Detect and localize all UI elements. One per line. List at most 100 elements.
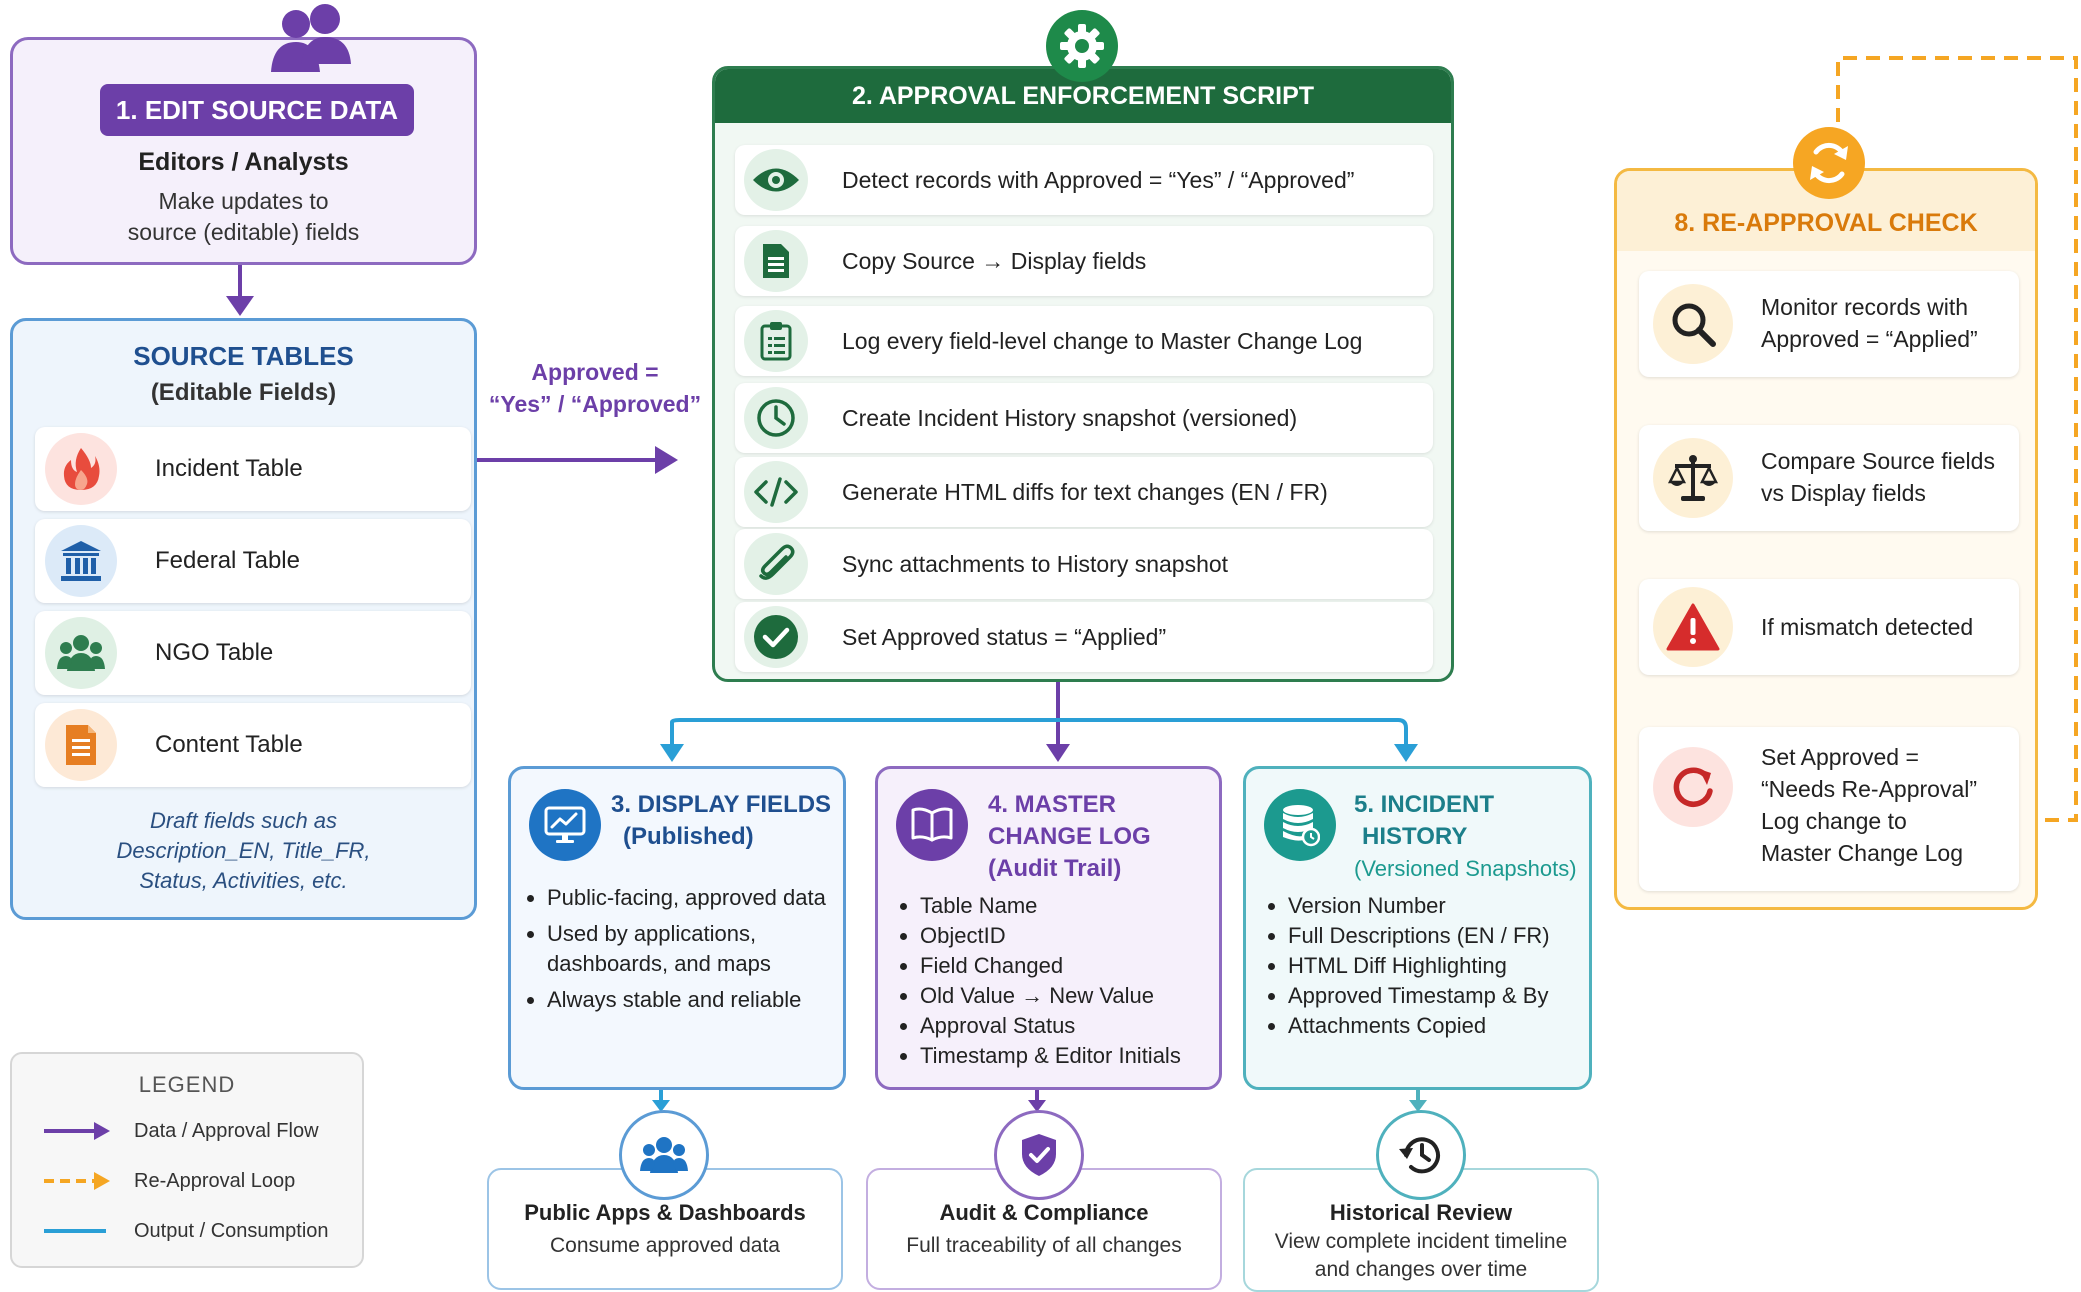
card-title-line: (Audit Trail): [988, 855, 1122, 882]
list-item: Version Number: [1288, 891, 1550, 921]
shield-check-icon: [994, 1110, 1084, 1200]
output-title: Audit & Compliance: [939, 1200, 1149, 1225]
list-item: Approval Status: [920, 1011, 1181, 1041]
historical-review-output: Historical Review View complete incident…: [1243, 1168, 1599, 1292]
source-tables-panel: SOURCE TABLES (Editable Fields) Incident…: [10, 318, 477, 920]
warning-icon: [1653, 587, 1733, 667]
flow-label-line: “Yes” / “Approved”: [488, 391, 702, 417]
reapproval-step-label: If mismatch detected: [1761, 614, 1974, 640]
desc-line: Make updates to: [158, 188, 329, 214]
output-desc: View complete incident timeline and chan…: [1245, 1228, 1597, 1284]
master-change-log-list: Table Name ObjectID Field Changed Old Va…: [898, 891, 1181, 1071]
legend-label: Re-Approval Loop: [134, 1170, 296, 1192]
source-table-row-ngo[interactable]: NGO Table: [35, 611, 471, 695]
script-step-label: Copy Source → Display fields: [842, 248, 1147, 274]
sync-icon: [1793, 127, 1865, 199]
reapproval-step-line: “Needs Re-Approval”: [1761, 776, 1978, 802]
gear-icon: [1046, 10, 1118, 82]
list-item: HTML Diff Highlighting: [1288, 951, 1550, 981]
reapproval-check-title: 8. RE-APPROVAL CHECK: [1674, 209, 1978, 237]
reapproval-check-panel: 8. RE-APPROVAL CHECK Monitor records wit…: [1614, 168, 2038, 910]
display-fields-card: 3. DISPLAY FIELDS (Published) Public-fac…: [508, 766, 846, 1090]
incident-history-list: Version Number Full Descriptions (EN / F…: [1266, 891, 1550, 1041]
output-desc: Full traceability of all changes: [906, 1234, 1182, 1257]
legend-item-reapproval-loop: Re-Approval Loop: [42, 1166, 295, 1196]
card-title-line: 5. INCIDENT: [1354, 791, 1495, 818]
legend-item-data-flow: Data / Approval Flow: [42, 1116, 319, 1146]
output-desc: Consume approved data: [550, 1234, 780, 1257]
display-fields-title: 3. DISPLAY FIELDS (Published): [611, 789, 831, 853]
reapproval-step-row: Monitor records with Approved = “Applied…: [1639, 271, 2019, 377]
bank-icon: [45, 525, 117, 597]
source-table-row-federal[interactable]: Federal Table: [35, 519, 471, 603]
script-step-label: Log every field-level change to Master C…: [842, 328, 1363, 354]
card-title-line: 3. DISPLAY FIELDS: [611, 791, 832, 818]
script-step-row: Set Approved status = “Applied”: [735, 602, 1433, 672]
scale-icon: [1653, 438, 1733, 518]
script-step-label: Detect records with Approved = “Yes” / “…: [842, 167, 1355, 193]
note-line: Status, Activities, etc.: [139, 868, 348, 893]
script-step-label: Sync attachments to History snapshot: [842, 551, 1229, 577]
script-step-label: Create Incident History snapshot (versio…: [842, 405, 1298, 431]
paperclip-icon: [744, 533, 808, 595]
script-step-row: Copy Source → Display fields: [735, 226, 1433, 296]
reapproval-step-row: If mismatch detected: [1639, 579, 2019, 675]
flow-label-line: Approved =: [531, 359, 659, 385]
document-icon: [45, 709, 117, 781]
script-step-label: Set Approved status = “Applied”: [842, 624, 1167, 650]
edit-source-description: Make updates to source (editable) fields: [13, 186, 474, 248]
list-item: Used by applications,: [547, 919, 826, 949]
code-icon: [744, 461, 808, 523]
script-step-row: Create Incident History snapshot (versio…: [735, 383, 1433, 453]
output-branch-line: [670, 718, 1408, 746]
document-icon: [744, 230, 808, 292]
list-item: Always stable and reliable: [547, 985, 826, 1015]
reapproval-step-line: Monitor records with: [1761, 294, 1969, 320]
reapproval-step-line: Approved = “Applied”: [1761, 326, 1978, 352]
reapproval-step-label: Monitor records with Approved = “Applied…: [1761, 291, 1978, 355]
source-table-label: Federal Table: [155, 547, 300, 574]
desc-line: source (editable) fields: [127, 219, 360, 245]
editors-analysts-label: Editors / Analysts: [138, 148, 349, 176]
monitor-chart-icon: [529, 789, 601, 861]
list-item: ObjectID: [920, 921, 1181, 951]
reapproval-step-line: Set Approved =: [1761, 744, 1919, 770]
note-line: Description_EN, Title_FR,: [116, 838, 371, 863]
script-step-row: Log every field-level change to Master C…: [735, 306, 1433, 376]
clipboard-icon: [744, 310, 808, 372]
reapproval-step-label: Compare Source fields vs Display fields: [1761, 445, 1995, 509]
list-item: Old Value → New Value: [920, 981, 1181, 1011]
users-icon: [265, 2, 355, 74]
incident-history-card: 5. INCIDENT HISTORY (Versioned Snapshots…: [1243, 766, 1592, 1090]
reapproval-step-line: Log change to: [1761, 808, 1907, 834]
source-tables-subtitle: (Editable Fields): [150, 379, 337, 406]
list-item: Full Descriptions (EN / FR): [1288, 921, 1550, 951]
source-table-label: Content Table: [155, 731, 303, 758]
script-step-row: Sync attachments to History snapshot: [735, 529, 1433, 599]
people-icon: [619, 1110, 709, 1200]
output-desc-line: and changes over time: [1314, 1258, 1528, 1281]
output-title: Historical Review: [1329, 1200, 1513, 1225]
list-item: Approved Timestamp & By: [1288, 981, 1550, 1011]
book-icon: [896, 789, 968, 861]
list-item: Public-facing, approved data: [547, 883, 826, 913]
legend-title: LEGEND: [138, 1072, 236, 1097]
source-table-label: NGO Table: [155, 639, 274, 666]
script-step-row: Generate HTML diffs for text changes (EN…: [735, 457, 1433, 527]
source-table-row-incident[interactable]: Incident Table: [35, 427, 471, 511]
card-title-line: (Versioned Snapshots): [1354, 856, 1577, 881]
database-icon: [1264, 789, 1336, 861]
list-item: Table Name: [920, 891, 1181, 921]
output-title: Public Apps & Dashboards: [524, 1200, 806, 1225]
source-table-row-content[interactable]: Content Table: [35, 703, 471, 787]
edit-source-data-panel: 1. EDIT SOURCE DATA Editors / Analysts M…: [10, 37, 477, 265]
reapproval-step-label: Set Approved = “Needs Re-Approval” Log c…: [1761, 741, 1977, 869]
reapproval-step-line: Compare Source fields: [1761, 448, 1995, 474]
list-item: dashboards, and maps: [547, 951, 771, 976]
people-icon: [45, 617, 117, 689]
blue-line-icon: [44, 1229, 106, 1233]
list-item: Timestamp & Editor Initials: [920, 1041, 1181, 1071]
purple-arrow-icon: [44, 1122, 110, 1140]
source-table-label: Incident Table: [155, 455, 303, 482]
approval-enforcement-title: 2. APPROVAL ENFORCEMENT SCRIPT: [715, 69, 1451, 123]
